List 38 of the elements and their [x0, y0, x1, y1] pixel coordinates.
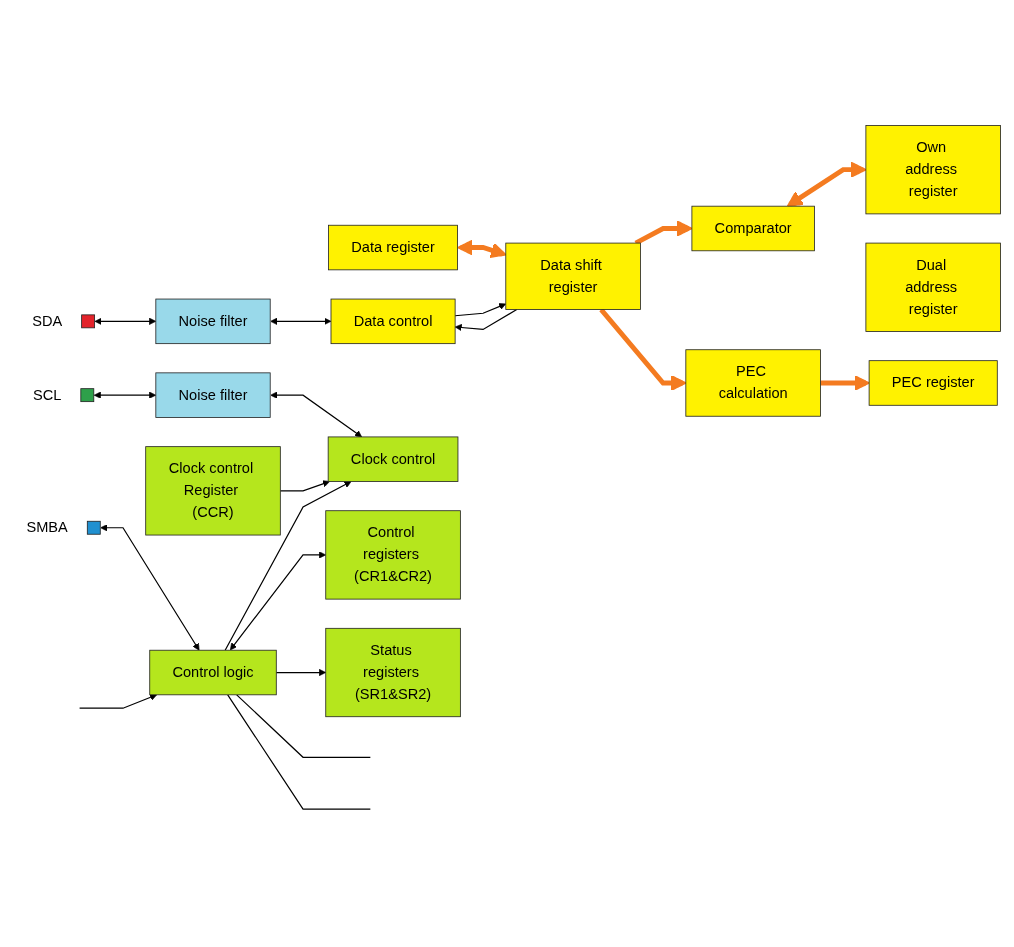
pin-square: [80, 388, 95, 403]
filter-block: Noise filter: [155, 299, 271, 345]
register-block: Status registers (SR1&SR2): [325, 628, 461, 718]
double-block-arrow: [786, 162, 867, 208]
arrow: [79, 694, 158, 710]
pin-square: [81, 314, 95, 329]
block-arrow: [634, 220, 693, 246]
pin-label: SMBA: [26, 518, 68, 538]
filter-block: Noise filter: [155, 372, 271, 419]
register-block: Dual address register: [865, 243, 1001, 333]
register-block: Data register: [328, 225, 458, 271]
register-block: Data shift register: [505, 243, 641, 311]
double-arrow: [270, 318, 332, 326]
arrow: [224, 481, 352, 652]
arrow: [275, 669, 327, 677]
comparator-block: Comparator: [691, 206, 815, 252]
double-block-arrow: [457, 240, 507, 259]
calculation-block: PEC calculation: [685, 349, 821, 418]
double-arrow: [93, 392, 157, 400]
control-block: Clock control: [327, 437, 459, 483]
control-block: Data control: [330, 299, 456, 345]
double-arrow: [94, 318, 157, 326]
register-block: PEC register: [868, 360, 998, 407]
connector-line: [227, 694, 371, 811]
pin-label: SDA: [32, 312, 63, 332]
pin-label: SCL: [32, 386, 62, 406]
double-arrow: [270, 392, 363, 438]
register-block: Own address register: [865, 125, 1001, 215]
pin-square: [86, 521, 101, 536]
double-arrow: [229, 551, 327, 651]
connector-line: [236, 694, 371, 759]
logic-block: Control logic: [149, 650, 277, 696]
register-block: Control registers (CR1&CR2): [325, 510, 461, 600]
register-block: Clock control Register (CCR): [145, 446, 281, 536]
double-arrow: [100, 524, 200, 651]
block-arrow: [820, 375, 870, 392]
arrow: [454, 303, 507, 317]
arrow: [279, 480, 330, 492]
